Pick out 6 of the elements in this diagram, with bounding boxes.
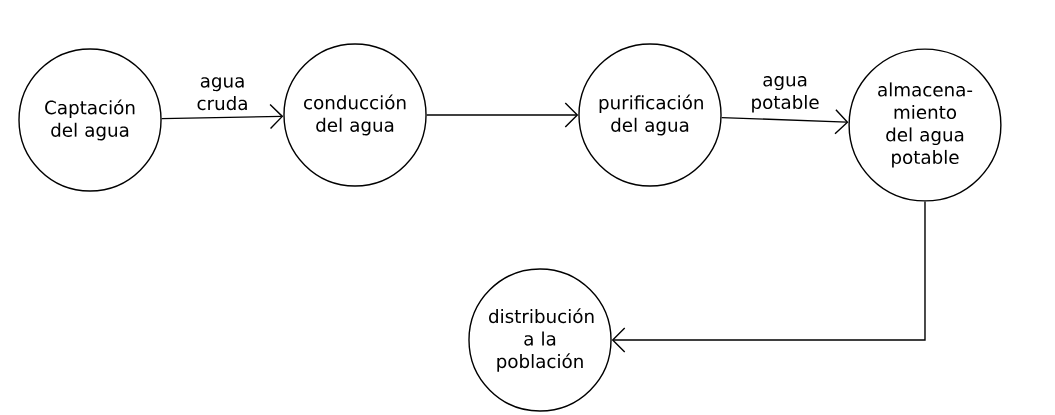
arrow bbox=[611, 200, 926, 353]
edge-label: agua cruda bbox=[197, 77, 247, 111]
arrow bbox=[426, 102, 579, 128]
edge-label: agua potable bbox=[752, 76, 819, 113]
arrow bbox=[720, 109, 849, 135]
arrow bbox=[161, 103, 284, 130]
